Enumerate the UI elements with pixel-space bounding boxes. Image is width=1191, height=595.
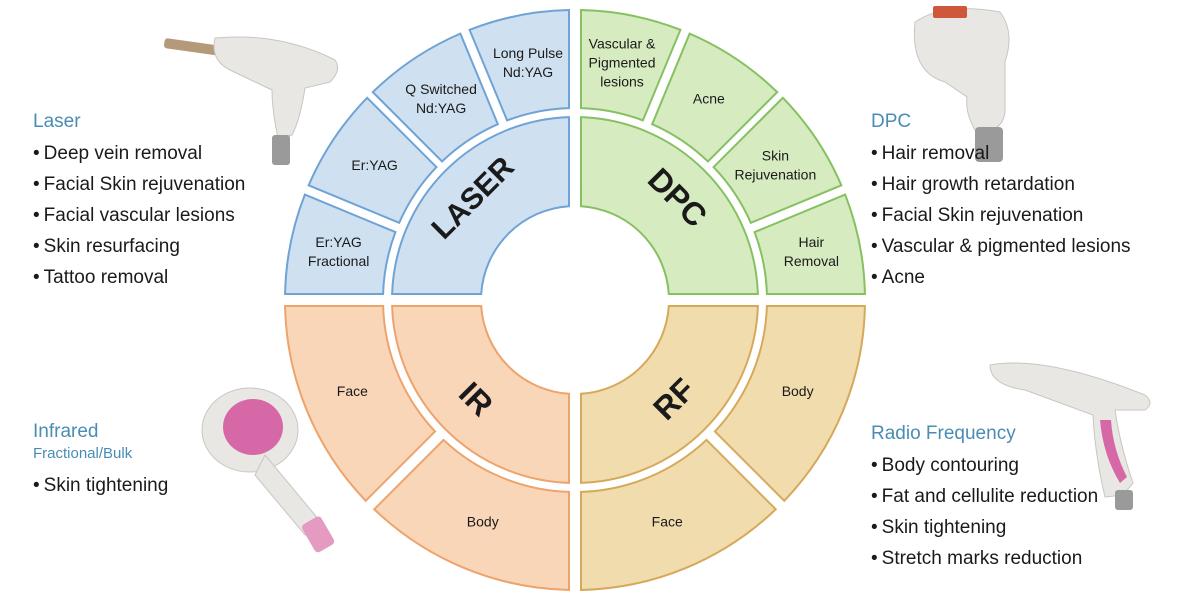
dpc-segment-label: Rejuvenation: [735, 166, 817, 182]
bullet-item: Facial vascular lesions: [33, 200, 245, 231]
laser-segment-label: Long Pulse: [493, 45, 563, 61]
rf-handpiece-image: [989, 362, 1151, 510]
bullet-item: Deep vein removal: [33, 138, 245, 169]
infrared-panel-title: Infrared: [33, 421, 99, 442]
laser-panel: Laser Deep vein removal Facial Skin reju…: [33, 110, 245, 293]
dpc-panel-title: DPC: [871, 111, 912, 132]
bullet-item: Facial Skin rejuvenation: [33, 169, 246, 200]
bullet-item: Vascular & pigmented lesions: [871, 231, 1131, 262]
infrared-handpiece-image: [201, 387, 335, 553]
dpc-inner-band: [579, 116, 759, 296]
laser-handpiece-image: [163, 36, 339, 165]
laser-segment-label: Er:YAG: [351, 157, 397, 173]
bullet-item: Skin tightening: [871, 512, 1098, 543]
dpc-segment-label: Vascular &: [589, 35, 656, 51]
laser-segment-label: Fractional: [308, 253, 369, 269]
dpc-segment-label: Pigmented: [589, 54, 656, 70]
infrared-panel-subtitle: Fractional/Bulk: [33, 445, 133, 462]
dpc-segment-label: Hair: [799, 234, 825, 250]
dpc-segment: [579, 9, 682, 122]
rf-bullet-list: Body contouring Fat and cellulite reduct…: [871, 450, 1099, 574]
dpc-segment: [712, 96, 843, 225]
bullet-item: Hair growth retardation: [871, 169, 1131, 200]
dpc-segment-label: Removal: [784, 253, 839, 269]
rf-panel: Radio Frequency Body contouring Fat and …: [871, 422, 1098, 574]
dpc-segment: [650, 32, 779, 163]
rf-inner-band: [579, 304, 759, 484]
ir-segment: [372, 438, 571, 591]
dpc-bullet-list: Hair removal Hair growth retardation Fac…: [871, 138, 1131, 293]
laser-segment: [468, 9, 571, 122]
dpc-segment: [753, 193, 866, 296]
laser-inner-band: [391, 116, 571, 296]
rf-segment-label: Body: [782, 383, 814, 399]
rf-segment-label: Face: [652, 513, 683, 529]
ir-segment: [284, 304, 437, 503]
bullet-item: Fat and cellulite reduction: [871, 481, 1099, 512]
rf-segment: [713, 304, 866, 503]
bullet-item: Stretch marks reduction: [871, 543, 1098, 574]
laser-segment-label: Nd:YAG: [416, 100, 466, 116]
bullet-item: Skin tightening: [33, 470, 169, 501]
laser-bullet-list: Deep vein removal Facial Skin rejuvenati…: [33, 138, 246, 293]
dpc-segment-label: Skin: [762, 147, 789, 163]
laser-segment: [371, 32, 500, 163]
bullet-item: Hair removal: [871, 138, 1131, 169]
bullet-item: Facial Skin rejuvenation: [871, 200, 1131, 231]
ir-segment-label: Face: [337, 383, 368, 399]
laser-segment-label: Nd:YAG: [503, 64, 553, 80]
dpc-segment-label: lesions: [600, 73, 644, 89]
bullet-item: Body contouring: [871, 450, 1098, 481]
dpc-panel: DPC Hair removal Hair growth retardation…: [871, 110, 1131, 293]
ir-segment-label: Body: [467, 513, 499, 529]
bullet-item: Skin resurfacing: [33, 231, 245, 262]
dpc-segment-label: Acne: [693, 90, 725, 106]
rf-panel-title: Radio Frequency: [871, 423, 1016, 444]
laser-segment: [284, 193, 397, 296]
infrared-bullet-list: Skin tightening: [33, 470, 169, 501]
laser-panel-title: Laser: [33, 111, 81, 132]
infrared-panel: Infrared Fractional/Bulk Skin tightening: [33, 420, 168, 501]
bullet-item: Tattoo removal: [33, 262, 245, 293]
laser-segment-label: Er:YAG: [315, 234, 361, 250]
bullet-item: Acne: [871, 262, 1131, 293]
laser-segment: [307, 96, 438, 225]
laser-segment-label: Q Switched: [405, 81, 477, 97]
ir-inner-band: [391, 304, 571, 484]
rf-segment: [579, 438, 778, 591]
